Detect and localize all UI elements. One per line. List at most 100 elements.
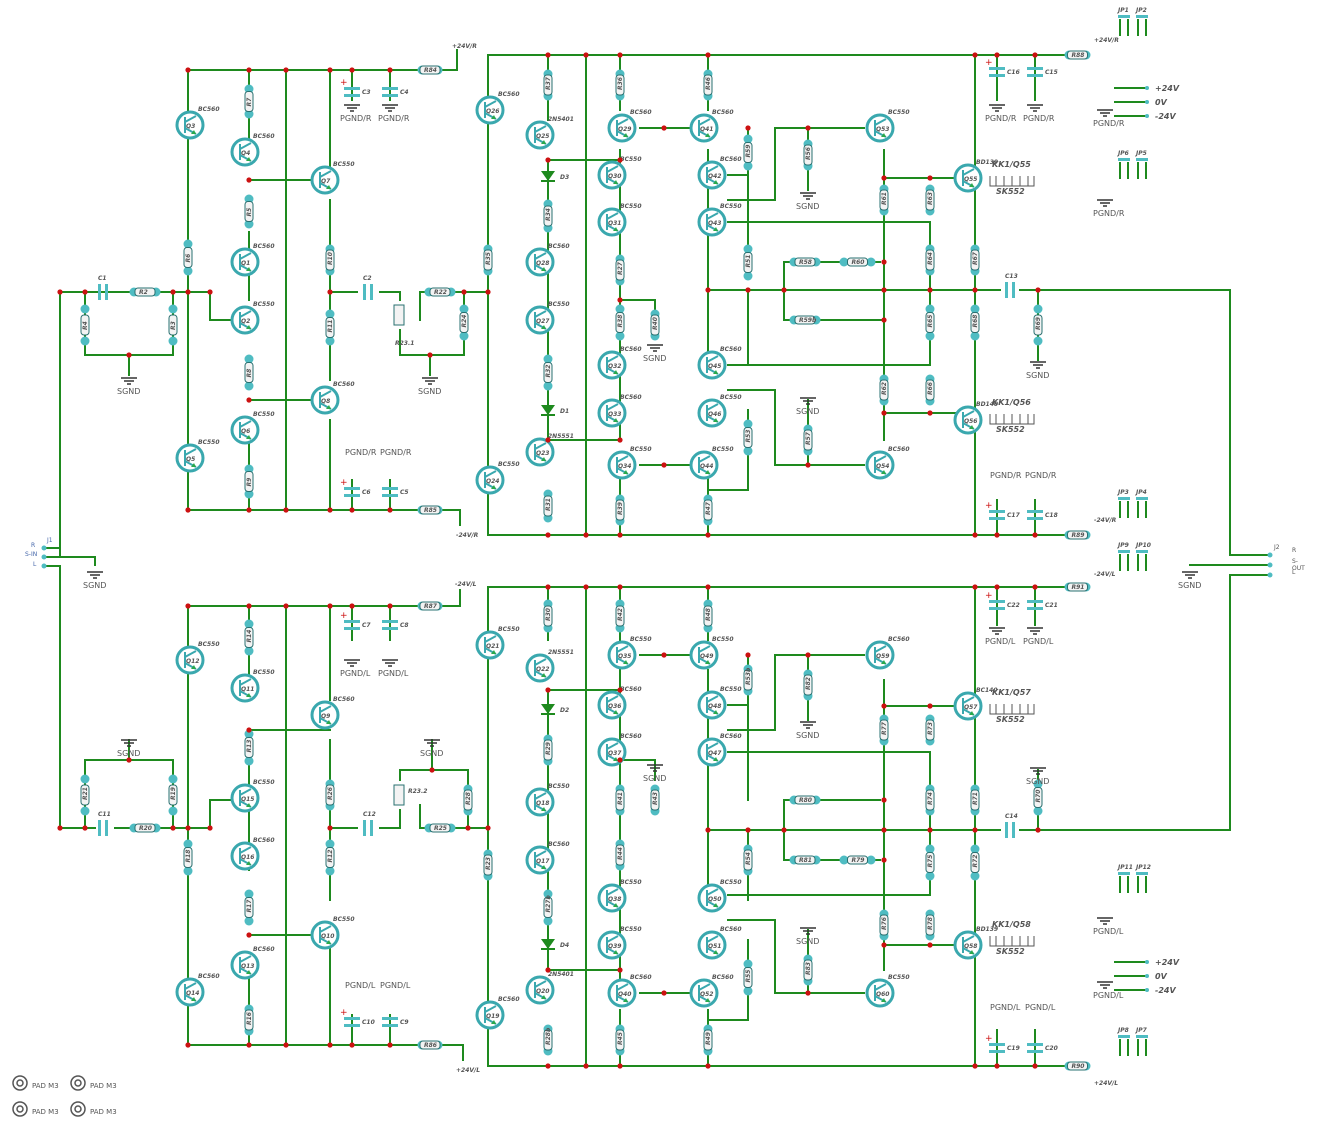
transistor-Q40 — [607, 978, 637, 1008]
transistor-Q34 — [607, 450, 637, 480]
transistor-id: Q44 — [700, 463, 713, 470]
junction-dot — [246, 1042, 252, 1048]
junction-dot — [185, 603, 191, 609]
plus-sign: + — [340, 1008, 348, 1018]
capacitor-id: C5 — [400, 489, 409, 496]
capacitor-C2 — [363, 284, 366, 300]
junction-dot — [327, 603, 333, 609]
resistor-id: R28 — [465, 792, 472, 805]
transistor-arrow — [881, 998, 886, 1002]
resistor-R39 — [615, 499, 625, 521]
transistor-id: Q51 — [708, 943, 721, 950]
junction-dot — [283, 507, 289, 513]
transistor-arrow — [613, 710, 618, 714]
resistor-pin — [80, 774, 90, 784]
transistor-arrow — [491, 1020, 496, 1024]
junctions — [57, 52, 1041, 1069]
wires — [43, 19, 1271, 1067]
resistor-R5 — [244, 201, 254, 222]
junction-dot — [1032, 532, 1038, 538]
transistor-collector — [239, 846, 252, 854]
transistor-id: Q31 — [608, 220, 621, 227]
pot-id: R23.1 — [395, 340, 414, 347]
transistor-id: Q60 — [876, 991, 889, 998]
ground-label: SGND — [83, 581, 106, 590]
capacitor-id: C4 — [400, 89, 409, 96]
transistor-arrow — [623, 660, 628, 664]
resistor-id: R53b — [745, 667, 752, 685]
transistor-type: BC550 — [253, 779, 275, 786]
resistor-id: R56 — [805, 147, 812, 160]
transistor-Q46 — [697, 398, 727, 428]
transistor-Q43 — [697, 207, 727, 237]
wire — [1019, 574, 1231, 831]
transistor-type: BC560 — [498, 996, 520, 1003]
resistor-pin — [839, 855, 849, 865]
diode-D2 — [541, 704, 555, 714]
resistor-R84 — [419, 65, 441, 75]
power-label-p24: +24V — [1155, 958, 1180, 967]
junction-dot — [283, 67, 289, 73]
resistor-id: R36 — [617, 77, 624, 90]
transistor-Q22 — [525, 653, 555, 683]
ground-label: PGND/R — [1093, 209, 1125, 218]
jumper-id: JP2 — [1135, 7, 1147, 14]
transistor-collector — [606, 212, 619, 220]
junction-dot — [545, 157, 551, 163]
resistor-pin — [925, 844, 935, 854]
transistor-collector — [606, 888, 619, 896]
capacitor-id: C11 — [98, 811, 111, 818]
transistor-collector — [698, 983, 711, 991]
resistor-R38 — [615, 312, 625, 333]
wire — [1019, 289, 1231, 556]
capacitor-C12 — [363, 820, 366, 836]
jumper-JP4 — [1136, 497, 1148, 500]
transistor-type: BC550 — [548, 783, 570, 790]
junction-dot — [705, 827, 711, 833]
transistor-id: Q4 — [241, 150, 250, 157]
resistor-R89 — [1067, 530, 1088, 540]
resistor-pin — [80, 304, 90, 314]
net-label: PGND/L — [380, 981, 411, 990]
transistor-collector — [616, 118, 629, 126]
wire — [114, 799, 238, 829]
resistor-id: R45 — [617, 1032, 624, 1045]
jumper-id: JP7 — [1135, 1027, 1148, 1034]
rail-label: -24V/L — [455, 581, 477, 588]
junction-dot — [661, 125, 667, 131]
junction-dot — [927, 175, 933, 181]
transistor-id: Q21 — [486, 643, 499, 650]
resistor-id: R46 — [705, 77, 712, 90]
resistor-id: R80 — [799, 797, 812, 804]
resistor-pin — [839, 257, 849, 267]
jumper-id: JP5 — [1135, 150, 1147, 157]
junction-dot — [927, 410, 933, 416]
capacitor-C11 — [98, 820, 101, 836]
junction-dot — [881, 410, 887, 416]
transistor-collector — [698, 118, 711, 126]
junction-dot — [705, 584, 711, 590]
transistor-Q53 — [865, 113, 895, 143]
junction-dot — [545, 52, 551, 58]
capacitor-C15 — [1027, 67, 1043, 70]
rail-label: -24V/R — [456, 532, 479, 539]
transistor-id: Q41 — [700, 126, 713, 133]
power-pin — [1145, 988, 1149, 992]
junction-dot — [185, 507, 191, 513]
junction-dot — [881, 703, 887, 709]
resistor-id: R35 — [485, 252, 492, 265]
plus-sign: + — [985, 1034, 993, 1044]
resistor-id: R55 — [745, 970, 752, 983]
junction-dot — [617, 437, 623, 443]
resistor-id: R68 — [972, 315, 979, 328]
resistor-pin — [743, 446, 753, 456]
capacitor-id: C6 — [362, 489, 371, 496]
transistor-id: Q27 — [536, 318, 550, 325]
transistor-id: Q43 — [708, 220, 721, 227]
pad-label-4: PAD M3 — [90, 1108, 117, 1116]
transistor-collector — [534, 850, 547, 858]
wire — [439, 509, 461, 526]
transistor-arrow — [623, 470, 628, 474]
junction-dot — [283, 1042, 289, 1048]
